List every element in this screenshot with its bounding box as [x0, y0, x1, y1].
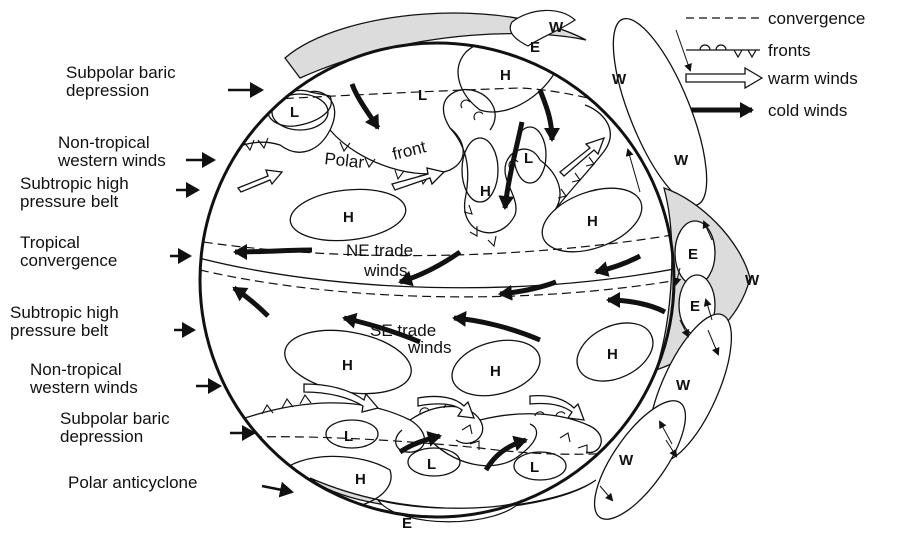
polar-front-word1: Polar [324, 149, 366, 172]
legend-warm-winds-swatch [686, 68, 762, 88]
west-label-lower2: W [619, 452, 634, 469]
high-label-front: H [480, 183, 491, 200]
subtropic-s-line2: pressure belt [10, 321, 109, 340]
east-label-bottom: E [402, 515, 412, 532]
low-label-n1: L [418, 87, 427, 104]
legend-fronts-label: fronts [768, 41, 811, 60]
legend-warm-winds-label: warm winds [767, 69, 858, 88]
polar-front-north [215, 90, 610, 233]
legend-cold-winds-label: cold winds [768, 101, 847, 120]
north-east-cell [510, 10, 575, 46]
high-label-nw: H [343, 209, 354, 226]
subpolar-n-line1: Subpolar baric [66, 63, 176, 82]
polar-front-word2: front [390, 137, 428, 164]
west-label-upper: W [612, 71, 627, 88]
low-label-s2: L [427, 456, 436, 473]
ne-trade-line2: winds [363, 261, 407, 280]
subpolar-n-line2: depression [66, 81, 149, 100]
left-labels: Subpolar baric depression Non-tropical w… [10, 63, 197, 492]
nontropical-s-line2: western winds [29, 378, 138, 397]
east-label-2: E [690, 298, 700, 315]
legend-fronts-swatch [686, 45, 760, 57]
high-label-sc: H [490, 363, 501, 380]
west-label-lower1: W [676, 377, 691, 394]
high-label-sw: H [342, 357, 353, 374]
high-pressure-cells [278, 36, 662, 510]
subtropic-n-line1: Subtropic high [20, 174, 129, 193]
tropical-line2: convergence [20, 251, 117, 270]
se-trade-line2: winds [407, 338, 451, 357]
low-label-nw: L [290, 104, 299, 121]
high-label-top: H [500, 67, 511, 84]
subtropic-s-line1: Subtropic high [10, 303, 119, 322]
west-label-mid: W [674, 152, 689, 169]
east-label-1: E [688, 246, 698, 263]
west-label-right: W [745, 272, 760, 289]
globe-interior [190, 36, 690, 510]
polar-anticyclone-label: Polar anticyclone [68, 473, 197, 492]
nontropical-s-line1: Non-tropical [30, 360, 122, 379]
warm-winds [238, 138, 604, 420]
high-label-se: H [607, 346, 618, 363]
subpolar-s-line1: Subpolar baric [60, 409, 170, 428]
ne-trade-line1: NE trade [346, 241, 413, 260]
globe-labels: H L L L H Polar front H H NE trade winds… [290, 67, 618, 488]
legend: convergence fronts warm winds cold winds [686, 9, 865, 120]
east-label-top: E [530, 39, 540, 56]
polar-front-south [245, 403, 601, 466]
high-label-south-polar: H [355, 471, 366, 488]
west-label-top: W [549, 19, 564, 36]
left-pointer-arrows [170, 90, 292, 492]
subtropic-n-line2: pressure belt [20, 192, 119, 211]
lower-west-cell-2 [579, 388, 702, 533]
north-subpolar-convergence [215, 88, 640, 112]
low-label-n2: L [524, 150, 533, 167]
south-polar-cap [310, 478, 596, 510]
legend-convergence-label: convergence [768, 9, 865, 28]
tropical-line1: Tropical [20, 233, 80, 252]
subpolar-s-line2: depression [60, 427, 143, 446]
high-label-ne: H [587, 213, 598, 230]
low-label-s1: L [344, 428, 353, 445]
nontropical-n-line1: Non-tropical [58, 133, 150, 152]
low-label-s3: L [530, 459, 539, 476]
nontropical-n-line2: western winds [57, 151, 166, 170]
